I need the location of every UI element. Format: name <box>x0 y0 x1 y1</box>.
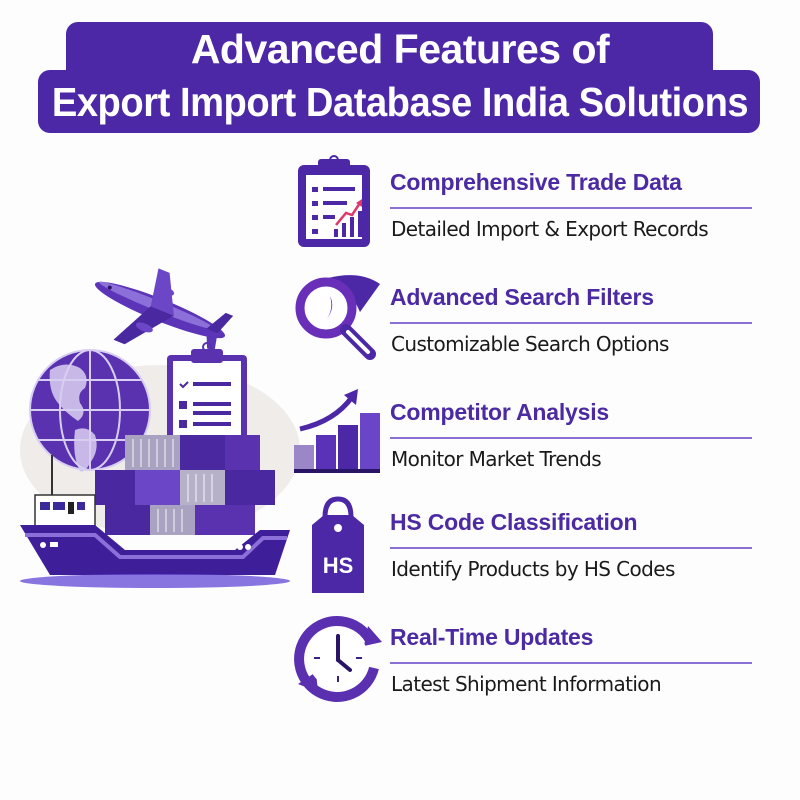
shipping-containers-icon <box>95 435 275 535</box>
feature-title: Real-Time Updates <box>390 624 594 650</box>
feature-subtitle: Customizable Search Options <box>391 332 669 356</box>
banner-title-line-1: Advanced Features of <box>190 26 610 72</box>
feature-subtitle: Latest Shipment Information <box>391 672 662 696</box>
trade-illustration <box>15 255 305 590</box>
feature-real-time-updates: Real-Time Updates Latest Shipment Inform… <box>290 610 760 710</box>
feature-competitor-analysis: Competitor Analysis Monitor Market Trend… <box>290 385 760 485</box>
svg-text:HS: HS <box>323 553 354 578</box>
feature-title: HS Code Classification <box>390 509 638 535</box>
banner-title-line-2: Export Import Database India Solutions <box>51 79 749 125</box>
feature-divider <box>390 547 752 549</box>
feature-hs-code-classification: HS HS Code Classification Identify Produ… <box>290 495 760 595</box>
cargo-ship-icon <box>20 525 290 588</box>
magnifying-glass-icon <box>290 270 386 366</box>
title-banner: Advanced Features of Export Import Datab… <box>0 0 800 140</box>
feature-title: Advanced Search Filters <box>390 284 654 310</box>
feature-divider <box>390 662 752 664</box>
feature-comprehensive-trade-data: Comprehensive Trade Data Detailed Import… <box>290 155 760 255</box>
airplane-icon <box>94 268 234 352</box>
feature-title: Competitor Analysis <box>390 399 610 425</box>
checklist-clipboard-icon <box>167 342 247 445</box>
feature-divider <box>390 207 752 209</box>
feature-title: Comprehensive Trade Data <box>390 169 682 195</box>
clipboard-chart-icon <box>290 155 386 251</box>
clock-refresh-icon <box>290 610 386 706</box>
feature-subtitle: Monitor Market Trends <box>391 447 602 471</box>
hs-tag-icon: HS <box>290 495 386 593</box>
growth-chart-icon <box>290 385 386 481</box>
feature-divider <box>390 437 752 439</box>
feature-divider <box>390 322 752 324</box>
feature-subtitle: Identify Products by HS Codes <box>391 557 675 581</box>
feature-subtitle: Detailed Import & Export Records <box>391 217 709 241</box>
banner-bottom-tier <box>38 70 760 133</box>
feature-advanced-search-filters: Advanced Search Filters Customizable Sea… <box>290 270 760 370</box>
